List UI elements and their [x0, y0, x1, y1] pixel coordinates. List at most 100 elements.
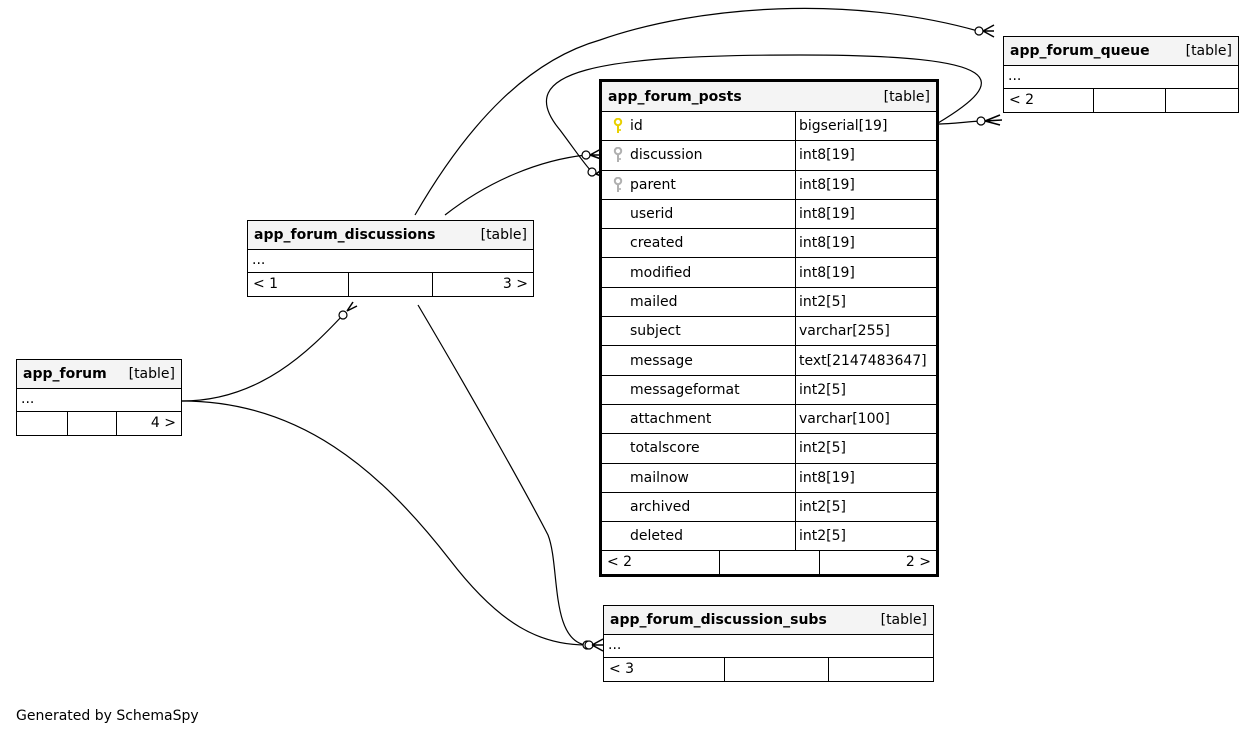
column-name: message — [630, 352, 693, 369]
crowfoot-marker — [346, 301, 358, 312]
footer-mid — [68, 412, 117, 435]
table-header: app_forum_queue [table] — [1004, 37, 1238, 66]
table-type: [table] — [480, 227, 527, 243]
table-type: [table] — [883, 88, 930, 105]
footer-children — [829, 658, 933, 681]
column-row: deleted int2[5] — [602, 522, 936, 552]
column-name: attachment — [630, 411, 712, 428]
column-type: int8[19] — [799, 206, 855, 223]
table-ellipsis: ... — [17, 389, 181, 412]
primary-key-icon — [608, 118, 628, 134]
crowfoot-marker — [591, 638, 604, 652]
column-type: int2[5] — [799, 528, 846, 545]
table-name: app_forum_posts — [608, 88, 742, 105]
optional-marker — [587, 167, 597, 177]
column-row: modified int8[19] — [602, 258, 936, 288]
column-name: created — [630, 235, 684, 252]
edge-discussions-subs — [417, 304, 587, 646]
column-type: int8[19] — [799, 469, 855, 486]
table-footer: < 2 — [1004, 89, 1238, 112]
table-app-forum[interactable]: app_forum [table] ... 4 > — [16, 359, 182, 436]
optional-marker — [974, 26, 984, 36]
table-app-forum-queue[interactable]: app_forum_queue [table] ... < 2 — [1003, 36, 1239, 113]
footer-children: 3 > — [502, 276, 528, 292]
footer-children — [1166, 89, 1238, 112]
footer-mid — [349, 273, 433, 296]
column-type: varchar[100] — [799, 411, 890, 428]
column-name: id — [630, 118, 643, 135]
column-name: totalscore — [630, 440, 700, 457]
column-name-cell: mailnow — [602, 463, 796, 492]
column-type: varchar[255] — [799, 323, 890, 340]
column-name-cell: messageformat — [602, 375, 796, 404]
table-ellipsis: ... — [248, 250, 533, 273]
column-row: userid int8[19] — [602, 199, 936, 230]
optional-marker — [976, 116, 986, 126]
edge-forum-discussions — [181, 314, 344, 402]
table-app-forum-posts[interactable]: app_forum_posts [table] id bigserial[19] d… — [599, 79, 939, 578]
column-row: parent int8[19] — [602, 170, 936, 200]
column-list: id bigserial[19] discussion int8[19] parent i… — [602, 112, 936, 552]
column-name-cell: created — [602, 229, 796, 258]
optional-marker — [581, 150, 591, 160]
table-type: [table] — [128, 366, 175, 382]
column-type: int8[19] — [799, 176, 855, 193]
column-name-cell: attachment — [602, 404, 796, 434]
edge-discussions-posts — [444, 154, 587, 216]
column-name: parent — [630, 176, 676, 193]
column-name: mailed — [630, 293, 678, 310]
column-name-cell: modified — [602, 258, 796, 287]
table-header: app_forum_posts [table] — [602, 82, 936, 112]
crowfoot-marker — [982, 24, 995, 38]
footer-mid — [725, 658, 829, 681]
column-name-cell: mailed — [602, 287, 796, 317]
column-name: userid — [630, 206, 674, 223]
table-app-forum-discussions[interactable]: app_forum_discussions [table] ... < 1 3 … — [247, 220, 534, 297]
table-app-forum-discussion-subs[interactable]: app_forum_discussion_subs [table] ... < … — [603, 605, 934, 682]
footer-mid — [720, 551, 820, 575]
table-footer: < 2 2 > — [602, 551, 936, 575]
footer-parents — [17, 412, 68, 435]
column-name-cell: userid — [602, 199, 796, 229]
column-type: int8[19] — [799, 264, 855, 281]
edge-posts-queue — [937, 120, 981, 125]
footer-children: 4 > — [150, 415, 176, 431]
column-name: deleted — [630, 528, 683, 545]
crowfoot-marker — [984, 114, 1003, 126]
table-type: [table] — [880, 612, 927, 628]
footer-parents: < 2 — [602, 551, 720, 575]
table-name: app_forum_queue — [1010, 43, 1150, 59]
column-name: modified — [630, 264, 692, 281]
table-header: app_forum_discussion_subs [table] — [604, 606, 933, 635]
column-name: discussion — [630, 147, 703, 164]
footer-parents: < 1 — [248, 273, 349, 296]
column-type: int2[5] — [799, 440, 846, 457]
generated-by-label: Generated by SchemaSpy — [16, 708, 199, 724]
column-type: int8[19] — [799, 147, 855, 164]
footer-mid — [1094, 89, 1166, 112]
footer-parents: < 2 — [1004, 89, 1094, 112]
table-footer: 4 > — [17, 412, 181, 435]
table-footer: < 3 — [604, 658, 933, 681]
edge-discussions-queue — [414, 7, 979, 216]
column-name-cell: discussion — [602, 141, 796, 170]
column-row: totalscore int2[5] — [602, 434, 936, 464]
column-name-cell: message — [602, 346, 796, 375]
table-name: app_forum_discussions — [254, 227, 436, 243]
table-type: [table] — [1185, 43, 1232, 59]
foreign-key-icon — [608, 176, 628, 193]
column-row: id bigserial[19] — [602, 112, 936, 142]
column-row: discussion int8[19] — [602, 141, 936, 171]
foreign-key-icon — [608, 147, 628, 163]
table-header: app_forum [table] — [17, 360, 181, 389]
optional-marker — [338, 310, 348, 320]
column-row: mailed int2[5] — [602, 287, 936, 318]
column-type: int2[5] — [799, 293, 846, 310]
column-type: bigserial[19] — [799, 118, 888, 135]
